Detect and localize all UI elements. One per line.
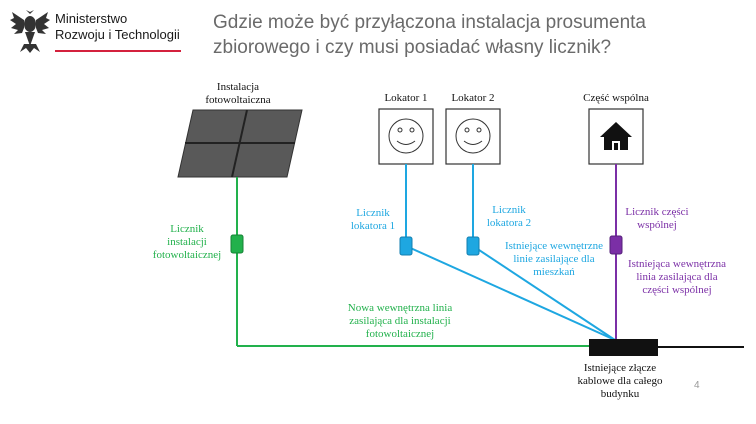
connector-label-line3: budynku bbox=[600, 388, 640, 400]
common-meter-label: Licznik części wspólnej bbox=[619, 206, 695, 232]
existing-flats-lines-label: Istniejące wewnętrzne linie zasilające d… bbox=[494, 240, 614, 279]
common-label: Część wspólna bbox=[583, 92, 649, 104]
tenant-lines bbox=[405, 164, 616, 341]
connector-label-line1: Istniejące złącze bbox=[583, 362, 657, 374]
pv-meter-label-line3: fotowoltaicznej bbox=[152, 249, 222, 261]
new-line-label: Nowa wewnętrzna linia zasilająca dla ins… bbox=[335, 302, 465, 341]
tenant2-meter-label: Licznik lokatora 2 bbox=[478, 204, 540, 230]
tenant1-meter-icon bbox=[399, 236, 413, 256]
connector-label-line2: kablowe dla całego bbox=[577, 375, 663, 387]
building-connector bbox=[589, 339, 658, 356]
common-meter-label-line1: Licznik części bbox=[625, 206, 689, 218]
pv-label-line1: Instalacja bbox=[216, 81, 260, 93]
connector-label: Istniejące złącze kablowe dla całego bud… bbox=[565, 362, 675, 401]
new-line-label-line3: fotowoltaicznej bbox=[365, 328, 435, 340]
page-title-line1: Gdzie może być przyłączona instalacja pr… bbox=[213, 12, 646, 33]
existing-flats-lines-line2: linie zasilające dla bbox=[513, 253, 595, 265]
existing-flats-lines-line1: Istniejące wewnętrzne bbox=[504, 240, 604, 252]
pv-meter-label-line2: instalacji bbox=[167, 236, 207, 248]
common-meter-label-line2: wspólnej bbox=[637, 219, 677, 231]
tenant2-meter-icon bbox=[466, 236, 480, 256]
tenant1-label: Lokator 1 bbox=[384, 92, 428, 104]
existing-flats-lines-line3: mieszkań bbox=[533, 266, 575, 278]
ministry-divider bbox=[55, 50, 181, 52]
tenant2-smiley-icon bbox=[445, 108, 501, 165]
pv-meter-icon bbox=[230, 234, 244, 254]
tenant2-meter-label-line2: lokatora 2 bbox=[486, 217, 532, 229]
tenant1-meter-label-line1: Licznik bbox=[356, 207, 390, 219]
eagle-emblem-icon bbox=[10, 10, 50, 53]
ministry-name-line1: Ministerstwo bbox=[55, 11, 128, 26]
tenant1-meter-label: Licznik lokatora 1 bbox=[342, 207, 404, 233]
existing-common-line-line3: części wspólnej bbox=[642, 284, 712, 296]
page-title-line2: zbiorowego i czy musi posiadać własny li… bbox=[213, 37, 612, 58]
new-line-label-line2: zasilająca dla instalacji bbox=[349, 315, 451, 327]
ministry-name: Ministerstwo Rozwoju i Technologii bbox=[55, 11, 180, 43]
common-area-house-icon bbox=[588, 108, 644, 165]
existing-common-line-line1: Istniejąca wewnętrzna bbox=[627, 258, 727, 270]
page-title: Gdzie może być przyłączona instalacja pr… bbox=[213, 10, 733, 60]
pv-meter-label-line1: Licznik bbox=[170, 223, 204, 235]
existing-common-line-label: Istniejąca wewnętrzna linia zasilająca d… bbox=[619, 258, 735, 297]
tenant1-smiley-icon bbox=[378, 108, 434, 165]
tenant2-meter-label-line1: Licznik bbox=[492, 204, 526, 216]
page-number: 4 bbox=[694, 380, 700, 391]
common-meter-icon bbox=[609, 235, 623, 255]
existing-common-line-line2: linia zasilająca dla bbox=[636, 271, 718, 283]
new-line-label-line1: Nowa wewnętrzna linia bbox=[347, 302, 453, 314]
pv-label-line2: fotowoltaiczna bbox=[205, 94, 271, 106]
pv-meter-label: Licznik instalacji fotowoltaicznej bbox=[146, 223, 228, 262]
pv-panel-icon bbox=[177, 109, 303, 178]
tenant2-label: Lokator 2 bbox=[451, 92, 495, 104]
pv-line bbox=[236, 177, 592, 347]
pv-label: Instalacja fotowoltaiczna bbox=[203, 81, 273, 107]
ministry-name-line2: Rozwoju i Technologii bbox=[55, 27, 180, 42]
tenant1-meter-label-line2: lokatora 1 bbox=[350, 220, 396, 232]
